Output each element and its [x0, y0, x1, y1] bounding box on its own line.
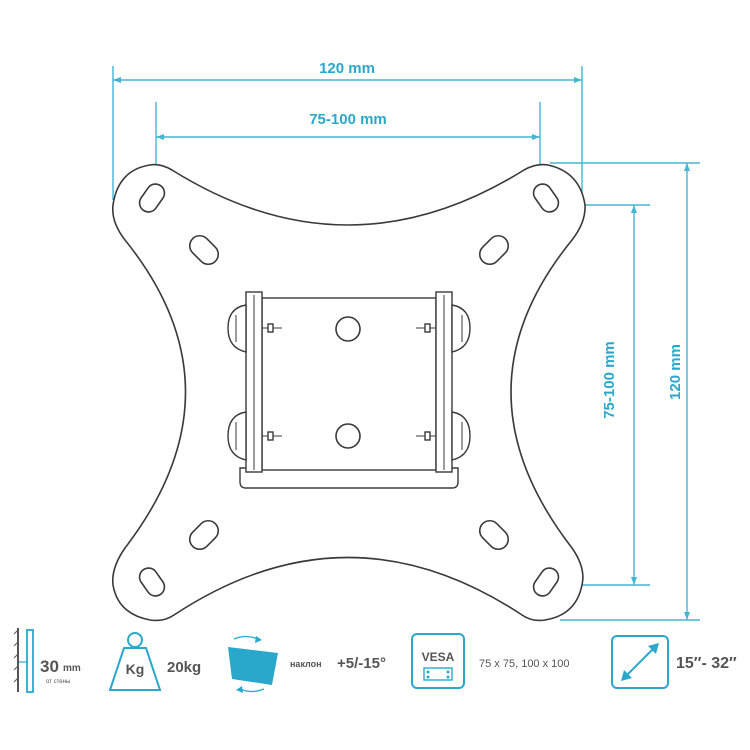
wall-distance-unit: mm	[63, 663, 81, 674]
tilt-mechanism	[227, 291, 471, 489]
screen-size-value: 15″- 32″	[676, 655, 737, 672]
wall-distance-caption: от стены	[46, 679, 70, 685]
slot-top-right	[532, 183, 560, 213]
dim-right-inner: 75-100 mm	[601, 341, 618, 419]
vesa-value: 75 x 75, 100 x 100	[479, 658, 570, 670]
slot-bottom-right	[532, 567, 560, 597]
specs-bar: 30 mm от стены Kg 20kg наклон +5/-15°	[13, 628, 737, 693]
weight-icon	[108, 632, 162, 691]
dim-top-outer: 120 mm	[319, 60, 375, 77]
tilt-value: +5/-15°	[337, 655, 386, 672]
slot-top-left	[138, 183, 166, 213]
slot-inner-top-right	[478, 234, 510, 266]
wall-bracket-icon	[13, 628, 34, 693]
slot-inner-top-left	[188, 234, 220, 266]
diagonal-icon	[611, 635, 669, 689]
slot-inner-bottom-left	[188, 519, 220, 551]
weight-badge: Kg	[126, 661, 145, 677]
wall-distance-value: 30	[40, 657, 59, 676]
slot-bottom-left	[138, 567, 166, 597]
mounting-plate	[111, 163, 586, 622]
slot-inner-bottom-right	[478, 519, 510, 551]
dim-right-outer: 120 mm	[667, 344, 684, 400]
weight-value: 20kg	[167, 659, 201, 676]
vesa-icon	[411, 633, 465, 689]
dim-top-inner: 75-100 mm	[309, 111, 387, 128]
vesa-badge: VESA	[422, 650, 455, 664]
tilt-label: наклон	[290, 659, 322, 669]
tilt-icon	[228, 635, 278, 693]
